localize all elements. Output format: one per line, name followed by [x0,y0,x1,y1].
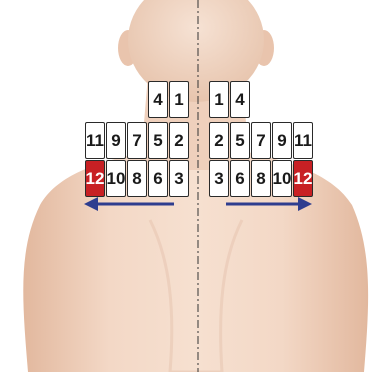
right-cell-6: 6 [230,160,250,197]
left-cell-6: 6 [148,160,168,197]
left-cell-3: 3 [169,160,189,197]
left-cell-12: 12 [85,160,105,197]
left-cell-2: 2 [169,122,189,159]
left-cell-1: 1 [169,81,189,118]
left-cell-7: 7 [127,122,147,159]
right-cell-9: 9 [272,122,292,159]
left-cell-10: 10 [106,160,126,197]
right-cell-1: 1 [209,81,229,118]
arrow-left [84,196,176,212]
left-cell-5: 5 [148,122,168,159]
left-cell-8: 8 [127,160,147,197]
left-cell-4: 4 [148,81,168,118]
arrow-right [226,196,312,212]
right-cell-5: 5 [230,122,250,159]
right-cell-7: 7 [251,122,271,159]
right-cell-8: 8 [251,160,271,197]
right-cell-11: 11 [293,122,313,159]
left-cell-9: 9 [106,122,126,159]
right-cell-12: 12 [293,160,313,197]
right-cell-10: 10 [272,160,292,197]
right-cell-2: 2 [209,122,229,159]
right-cell-3: 3 [209,160,229,197]
right-cell-4: 4 [230,81,250,118]
left-cell-11: 11 [85,122,105,159]
torso-shape [23,150,368,372]
